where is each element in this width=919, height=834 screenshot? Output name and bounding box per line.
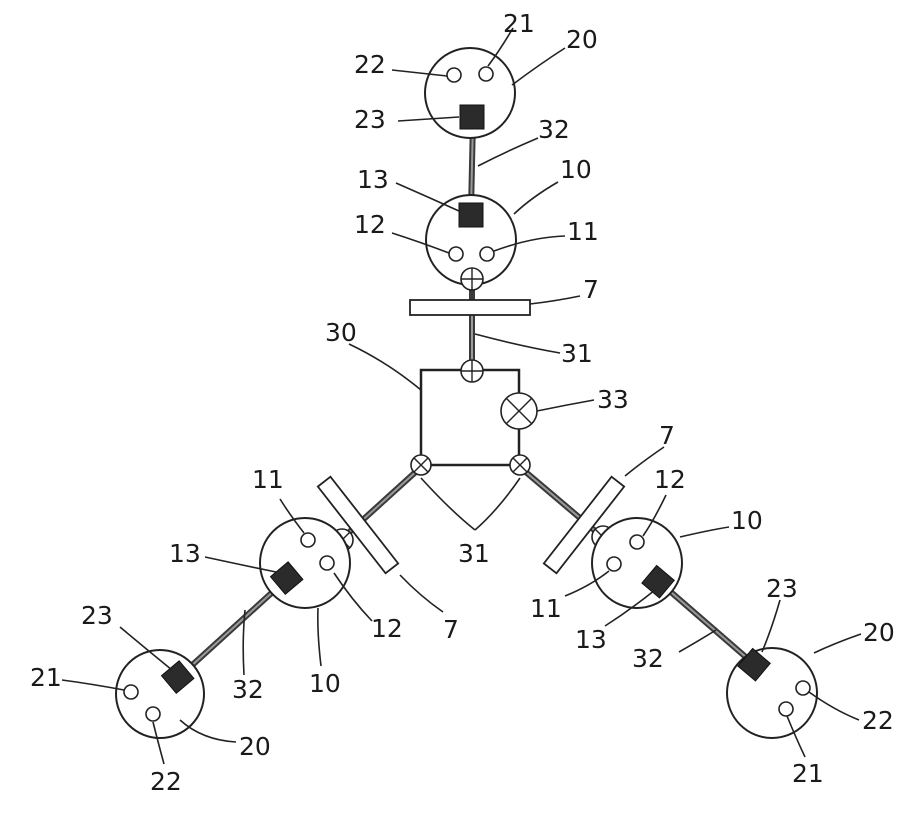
label-7-top: 7: [583, 275, 599, 304]
label-32-top: 32: [538, 115, 570, 144]
label-20-top: 20: [566, 25, 598, 54]
label-11-right: 11: [530, 594, 562, 623]
label-7-left: 7: [443, 615, 459, 644]
label-13-left: 13: [169, 539, 201, 568]
label-31-lower: 31: [458, 539, 490, 568]
label-13-top: 13: [357, 165, 389, 194]
labels-right: 7 12 10 11 13 23 32 20 22 21: [530, 421, 895, 788]
label-32-right: 32: [632, 644, 664, 673]
label-12-top: 12: [354, 210, 386, 239]
label-22-top: 22: [354, 50, 386, 79]
label-30: 30: [325, 318, 357, 347]
label-21-left: 21: [30, 663, 62, 692]
label-11-top: 11: [567, 217, 599, 246]
label-33: 33: [597, 385, 629, 414]
label-22-right: 22: [862, 706, 894, 735]
label-32-left: 32: [232, 675, 264, 704]
label-23-top: 23: [354, 105, 386, 134]
label-10-left: 10: [309, 669, 341, 698]
labels-left: 11 13 23 21 32 10 12 7 20 22: [30, 465, 459, 796]
label-10-right: 10: [731, 506, 763, 535]
label-21-right: 21: [792, 759, 824, 788]
label-31-upper: 31: [561, 339, 593, 368]
label-7-right: 7: [659, 421, 675, 450]
label-20-right: 20: [863, 618, 895, 647]
label-22-left: 22: [150, 767, 182, 796]
right-module: [592, 518, 817, 738]
label-12-left: 12: [371, 614, 403, 643]
label-20-left: 20: [239, 732, 271, 761]
label-11-left: 11: [252, 465, 284, 494]
label-21-top: 21: [503, 9, 535, 38]
center-joints: [331, 360, 614, 551]
label-12-right: 12: [654, 465, 686, 494]
label-23-right: 23: [766, 574, 798, 603]
label-23-left: 23: [81, 601, 113, 630]
label-10-top: 10: [560, 155, 592, 184]
label-13-right: 13: [575, 625, 607, 654]
